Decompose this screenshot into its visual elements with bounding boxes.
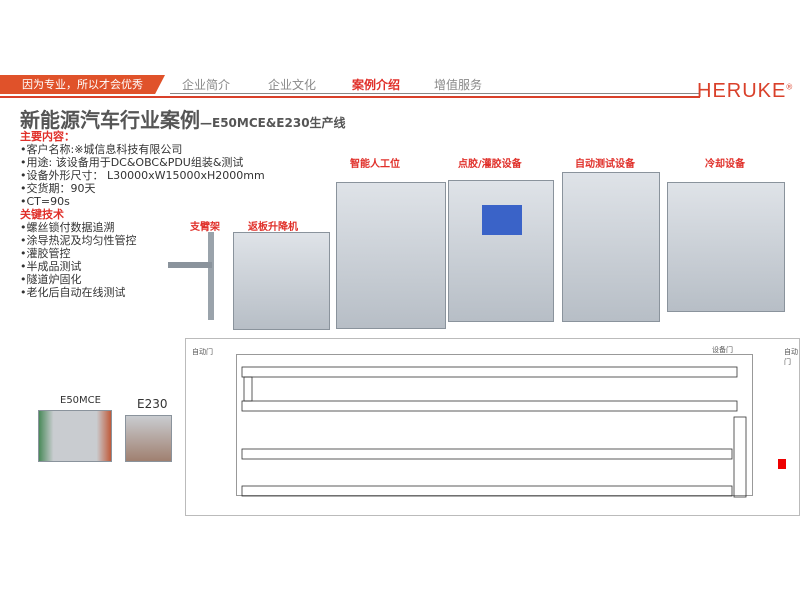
list-item: •设备外形尺寸： L30000xW15000xH2000mm — [20, 169, 265, 182]
nav-cases[interactable]: 案例介绍 — [352, 78, 401, 92]
nav-company-intro[interactable]: 企业简介 — [182, 78, 231, 92]
workstation-image — [336, 182, 446, 329]
logo: HERUKE® — [697, 80, 794, 102]
list-item: •半成品测试 — [20, 260, 82, 273]
list-item: •用途: 该设备用于DC&OBC&PDU组装&测试 — [20, 156, 244, 169]
dispensing-machine-image — [448, 180, 554, 322]
header-divider — [170, 93, 700, 94]
e50mce-image — [38, 410, 112, 462]
main-content-heading: 主要内容： — [20, 130, 75, 143]
equipment-label: 支臂架 — [190, 222, 220, 233]
arm-stand-image — [208, 232, 214, 320]
line-boundary — [236, 354, 753, 496]
list-item: •CT=90s — [20, 195, 70, 208]
board-lift-image — [233, 232, 330, 330]
door-label: 自动门 — [192, 348, 213, 356]
equipment-label: 自动测试设备 — [575, 159, 635, 170]
key-tech-heading: 关键技术 — [20, 208, 64, 221]
equipment-label: 点胶/灌胶设备 — [458, 159, 522, 170]
auto-test-image — [562, 172, 660, 322]
list-item: •灌胶管控 — [20, 247, 71, 260]
equipment-label: 智能人工位 — [350, 159, 400, 170]
conveyor-lines — [241, 366, 747, 498]
cooling-machine-image — [667, 182, 785, 312]
list-item: •涂导热泥及均匀性管控 — [20, 234, 137, 247]
screen-icon — [482, 205, 522, 235]
logo-text: HERUKE — [697, 80, 787, 102]
factory-layout: 自动门 设备门 自动门 — [185, 338, 800, 516]
title-sub: —E50MCE&E230生产线 — [200, 116, 346, 130]
equipment-label: 返板升降机 — [248, 222, 298, 233]
list-item: •交货期：90天 — [20, 182, 96, 195]
page-title: 新能源汽车行业案例—E50MCE&E230生产线 — [20, 104, 346, 133]
list-item: •螺丝锁付数据追溯 — [20, 221, 115, 234]
main-content: 主要内容： •客户名称:※城信息科技有限公司 •用途: 该设备用于DC&OBC&… — [20, 130, 265, 299]
header-accent-line — [0, 96, 700, 98]
nav-company-culture[interactable]: 企业文化 — [268, 78, 317, 92]
door-label: 设备门 — [712, 346, 733, 354]
equipment-label: 冷却设备 — [705, 159, 745, 170]
tagline-banner: 因为专业，所以才会优秀 — [0, 75, 165, 94]
marker — [778, 459, 786, 469]
e230-image — [125, 415, 172, 462]
product-label: E50MCE — [60, 395, 101, 406]
list-item: •客户名称:※城信息科技有限公司 — [20, 143, 183, 156]
list-item: •老化后自动在线测试 — [20, 286, 126, 299]
list-item: •隧道炉固化 — [20, 273, 82, 286]
door-label: 自动门 — [784, 348, 798, 366]
nav-services[interactable]: 增值服务 — [434, 78, 483, 92]
title-main: 新能源汽车行业案例 — [20, 108, 200, 132]
arm-stand-image — [168, 262, 212, 268]
product-label: E230 — [137, 397, 168, 411]
